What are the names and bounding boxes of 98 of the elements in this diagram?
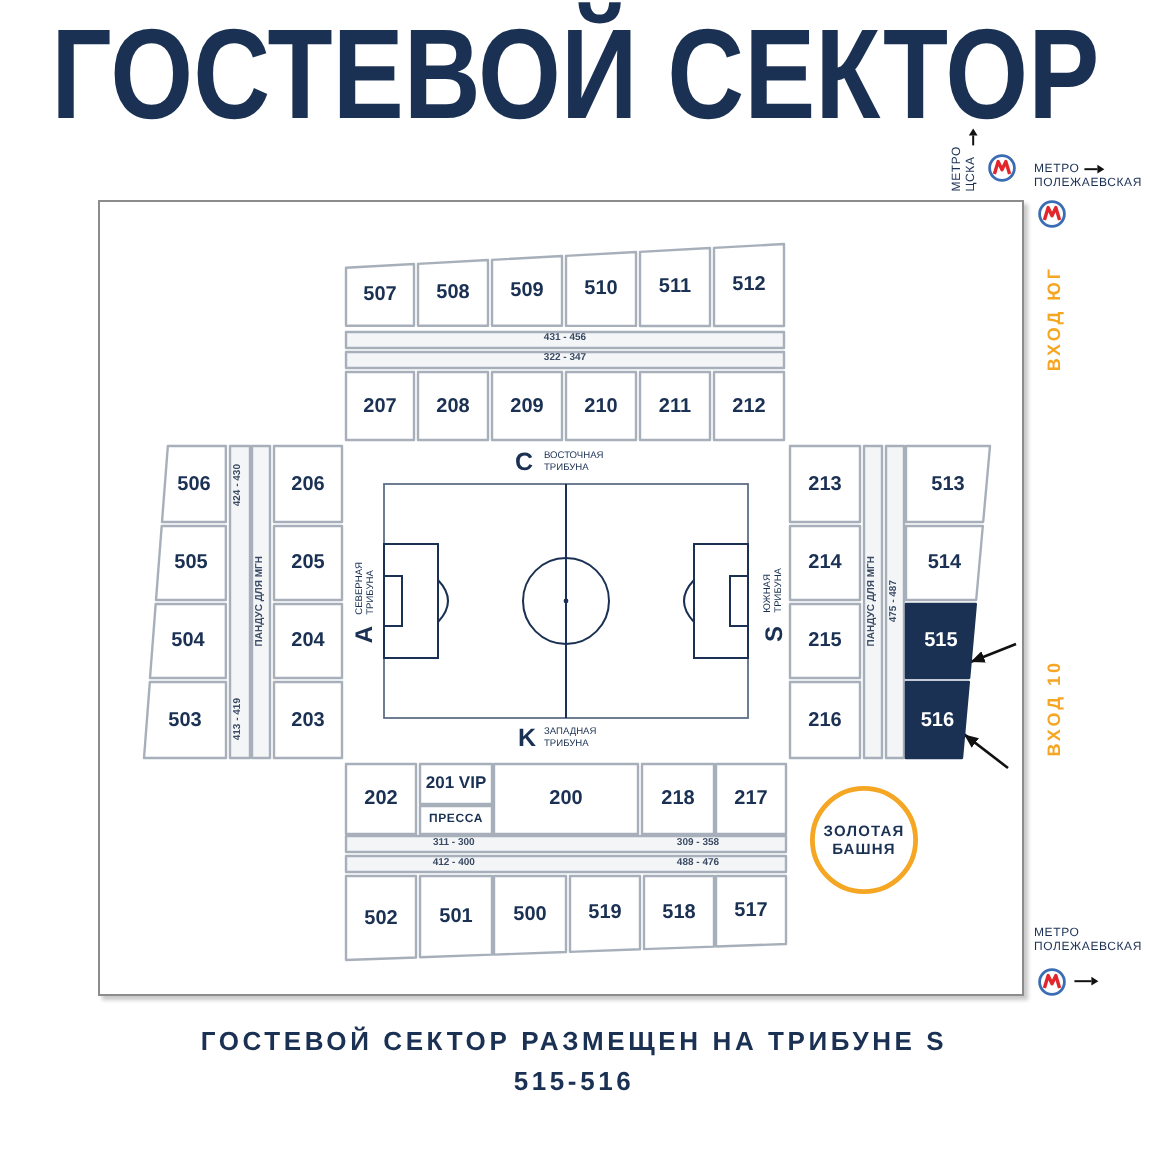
seat-section xyxy=(162,446,226,522)
section-range-strip xyxy=(346,332,784,348)
section-range-strip xyxy=(346,856,786,872)
seat-section xyxy=(346,876,416,960)
section-number: 501 xyxy=(439,905,473,928)
section-number: 513 xyxy=(931,473,965,495)
seat-section xyxy=(906,604,976,678)
seat-section xyxy=(150,604,226,678)
seat-section xyxy=(494,876,566,955)
seat-section xyxy=(346,764,416,834)
section-number: 509 xyxy=(510,280,544,303)
section-number: 208 xyxy=(436,395,470,417)
seat-section xyxy=(714,372,784,440)
section-number: 502 xyxy=(364,907,398,929)
section-number: 215 xyxy=(808,630,842,652)
page-title: ГОСТЕВОЙ СЕКТОР xyxy=(51,0,1099,125)
section-number: 218 xyxy=(661,788,695,810)
seat-section xyxy=(642,764,714,834)
seat-section xyxy=(906,526,983,600)
seat-section xyxy=(566,252,636,326)
stand-letter: K xyxy=(518,724,537,753)
entrance-label: ВХОД ЮГ xyxy=(1043,266,1064,372)
seat-section xyxy=(790,446,860,522)
section-number: 506 xyxy=(177,473,211,495)
entrance-label: ВХОД 10 xyxy=(1044,660,1065,757)
seat-section xyxy=(640,248,710,326)
section-number: 519 xyxy=(588,902,622,925)
section-number: 200 xyxy=(549,788,583,810)
seat-section xyxy=(420,876,492,958)
seat-section xyxy=(906,446,990,522)
section-number: 207 xyxy=(363,395,397,417)
section-number: 203 xyxy=(291,709,325,731)
section-number: 210 xyxy=(584,395,618,417)
section-number: 516 xyxy=(920,709,955,731)
section-range-strip xyxy=(346,352,784,368)
section-number: 505 xyxy=(174,552,208,574)
seat-section xyxy=(570,876,640,952)
seat-section xyxy=(790,682,860,758)
section-number: 211 xyxy=(658,395,692,417)
section-number: 202 xyxy=(364,788,398,810)
seat-section xyxy=(492,372,562,440)
section-number: 201 VIP xyxy=(425,774,487,794)
seat-section xyxy=(492,256,562,326)
landmark-circle xyxy=(810,786,918,894)
section-number: 213 xyxy=(808,473,842,495)
stand-letter: A xyxy=(352,626,380,644)
section-number: 500 xyxy=(513,904,547,927)
seat-section xyxy=(790,604,860,678)
arrow xyxy=(963,733,1009,770)
section-range-strip xyxy=(886,446,904,758)
seat-section xyxy=(346,264,414,326)
section-number: 517 xyxy=(734,900,768,923)
section-number: 515 xyxy=(924,630,958,652)
section-number: 204 xyxy=(291,630,325,652)
seat-section xyxy=(906,682,969,758)
stand-letter: S xyxy=(761,626,789,643)
section-number: 511 xyxy=(658,276,692,298)
section-number: 214 xyxy=(808,552,842,574)
arrow xyxy=(970,642,1017,664)
section-number: 518 xyxy=(662,901,696,924)
section-number: 512 xyxy=(732,274,766,296)
section-number: 209 xyxy=(510,395,544,417)
seat-section xyxy=(418,260,488,326)
seat-section xyxy=(714,244,784,326)
section-number: 212 xyxy=(732,395,766,417)
caption: ГОСТЕВОЙ СЕКТОР РАЗМЕЩЕН НА ТРИБУНЕ S 515-516 xyxy=(198,1024,950,1100)
seat-section xyxy=(274,604,342,678)
seat-section xyxy=(790,526,860,600)
section-number: 508 xyxy=(436,282,470,305)
seat-section xyxy=(418,372,488,440)
seat-section xyxy=(274,526,342,600)
section-number: 205 xyxy=(291,552,325,574)
seat-section xyxy=(716,764,786,834)
seat-section xyxy=(420,806,492,834)
section-number: 514 xyxy=(927,552,962,574)
stand-letter: C xyxy=(515,448,534,477)
section-number: 507 xyxy=(363,284,397,307)
section-number: 217 xyxy=(734,788,768,810)
section-number: 504 xyxy=(171,630,205,652)
seat-section xyxy=(640,372,710,440)
seat-section xyxy=(156,526,226,600)
seat-section xyxy=(644,876,714,950)
ramp-strip xyxy=(864,446,882,758)
seat-section xyxy=(274,446,342,522)
seat-section xyxy=(494,764,638,834)
seat-section xyxy=(346,372,414,440)
seat-section xyxy=(274,682,342,758)
section-number: 206 xyxy=(291,473,325,495)
seat-section xyxy=(144,682,226,758)
seat-section xyxy=(716,876,786,947)
section-range-strip xyxy=(346,836,786,852)
seat-section xyxy=(420,764,492,804)
ramp-strip xyxy=(252,446,270,758)
section-range-strip xyxy=(230,446,250,758)
section-number: 510 xyxy=(584,278,618,301)
seat-section xyxy=(566,372,636,440)
section-number: 503 xyxy=(168,709,202,731)
section-number: 216 xyxy=(808,709,842,731)
